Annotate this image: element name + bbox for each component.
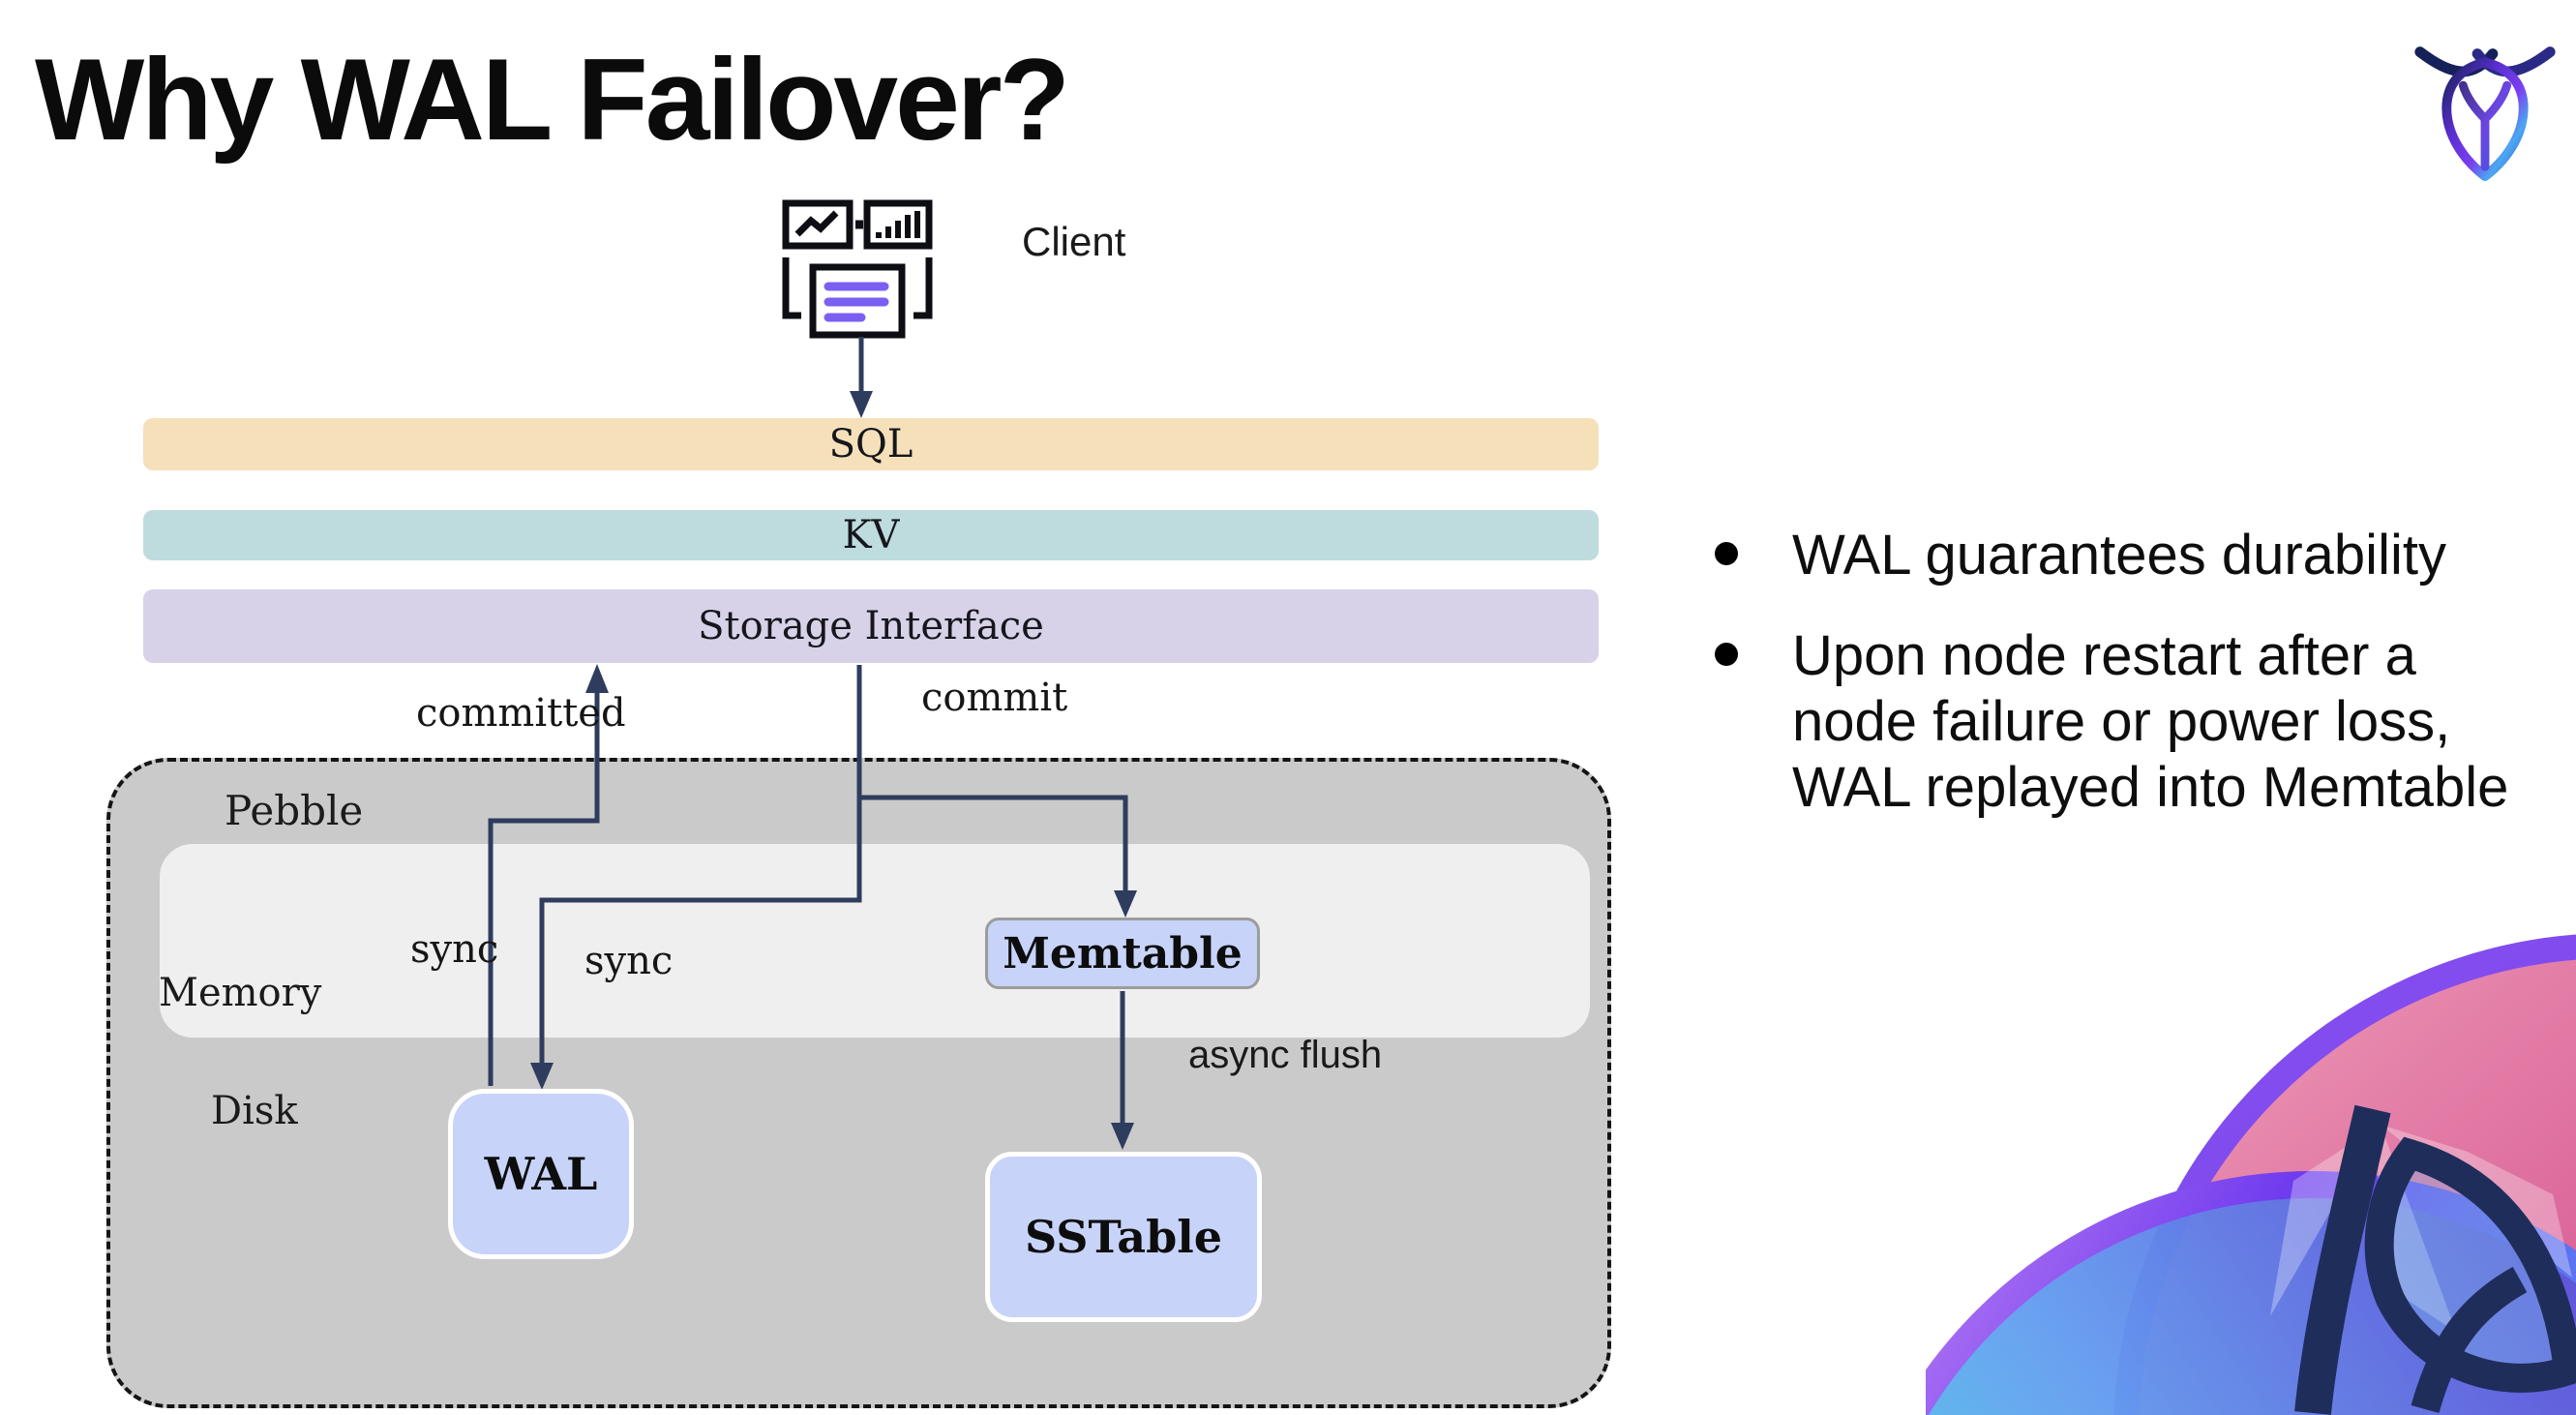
commit-edge-label: commit: [921, 676, 1068, 720]
wal-box-label: WAL: [484, 1148, 598, 1200]
layer-bar-kv: KV: [143, 510, 1599, 560]
cockroach-gradient-art-icon: [1926, 934, 2576, 1415]
memory-band: [160, 844, 1590, 1038]
page-title: Why WAL Failover?: [35, 35, 1070, 165]
layer-bar-storage-label: Storage Interface: [698, 604, 1044, 648]
async-flush-edge-label: async flush: [1188, 1034, 1383, 1076]
arrowhead-committed: [585, 664, 609, 693]
committed-edge-label: committed: [416, 691, 626, 736]
pebble-container: Pebble Memory Disk: [106, 758, 1611, 1408]
client-label: Client: [1022, 219, 1126, 264]
wal-box: WAL: [448, 1089, 634, 1259]
memtable-box-label: Memtable: [1003, 928, 1243, 978]
list-item: WAL guarantees durability: [1715, 523, 2518, 588]
sstable-box-label: SSTable: [1025, 1211, 1222, 1263]
layer-bar-storage-interface: Storage Interface: [143, 589, 1599, 663]
bullet-dot: [1715, 542, 1738, 565]
disk-label: Disk: [211, 1089, 298, 1133]
layer-bar-sql-label: SQL: [828, 422, 914, 467]
list-item: Upon node restart after a node failure o…: [1715, 623, 2518, 821]
layer-bar-sql: SQL: [143, 418, 1599, 470]
sync-left-edge-label: sync: [410, 927, 499, 972]
bullet-list: WAL guarantees durability Upon node rest…: [1715, 523, 2518, 821]
pebble-label: Pebble: [225, 787, 364, 834]
bullet-text: Upon node restart after a node failure o…: [1792, 624, 2509, 819]
memtable-box: Memtable: [985, 918, 1260, 989]
client-monitors-icon: [782, 199, 933, 339]
cockroachdb-logo-icon: [2414, 46, 2556, 182]
bullet-dot: [1715, 643, 1738, 666]
arrowhead-client: [850, 391, 873, 418]
sync-right-edge-label: sync: [584, 939, 674, 983]
bullet-text: WAL guarantees durability: [1792, 524, 2446, 587]
sstable-box: SSTable: [985, 1152, 1262, 1322]
layer-bar-kv-label: KV: [842, 513, 900, 557]
memory-label: Memory: [159, 971, 322, 1015]
